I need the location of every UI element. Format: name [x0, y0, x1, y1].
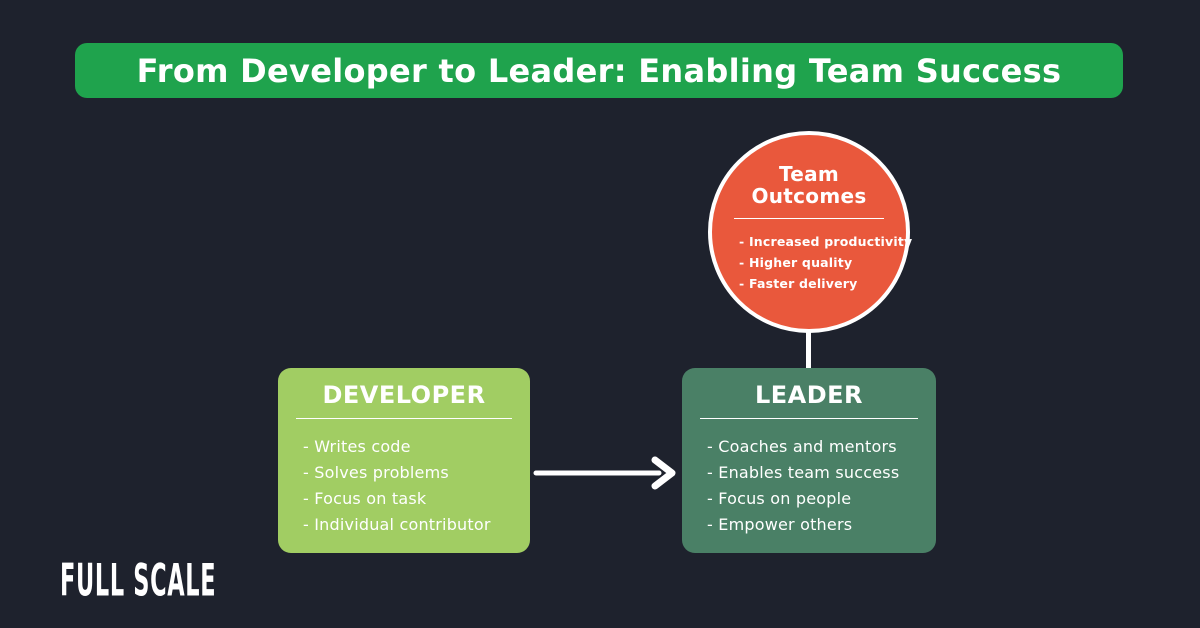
circle-title: Team Outcomes	[751, 162, 867, 208]
list-item: - Focus on task	[303, 489, 427, 508]
title-banner: From Developer to Leader: Enabling Team …	[75, 43, 1123, 98]
leader-box: LEADER - Coaches and mentors - Enables t…	[682, 368, 936, 553]
arrow-right-icon	[533, 456, 676, 490]
list-item: - Higher quality	[739, 255, 853, 270]
divider	[700, 418, 918, 419]
page-title: From Developer to Leader: Enabling Team …	[136, 51, 1062, 90]
full-scale-logo: FULL SCALE	[60, 555, 217, 607]
outcome-list: - Increased productivity - Higher qualit…	[712, 231, 913, 294]
team-outcomes-circle: Team Outcomes - Increased productivity -…	[708, 131, 913, 333]
list-item: - Solves problems	[303, 463, 449, 482]
list-item: - Enables team success	[707, 463, 900, 482]
list-item: - Faster delivery	[739, 276, 858, 291]
connector-line	[806, 320, 811, 370]
leader-list: - Coaches and mentors - Enables team suc…	[682, 434, 936, 538]
list-item: - Empower others	[707, 515, 853, 534]
developer-list: - Writes code - Solves problems - Focus …	[278, 434, 530, 538]
list-item: - Individual contributor	[303, 515, 491, 534]
list-item: - Increased productivity	[739, 234, 913, 249]
list-item: - Coaches and mentors	[707, 437, 897, 456]
leader-title: LEADER	[754, 381, 864, 409]
divider	[734, 218, 884, 219]
developer-box: DEVELOPER - Writes code - Solves problem…	[278, 368, 530, 553]
divider	[296, 418, 512, 419]
list-item: - Focus on people	[707, 489, 852, 508]
list-item: - Writes code	[303, 437, 411, 456]
developer-title: DEVELOPER	[322, 381, 486, 409]
